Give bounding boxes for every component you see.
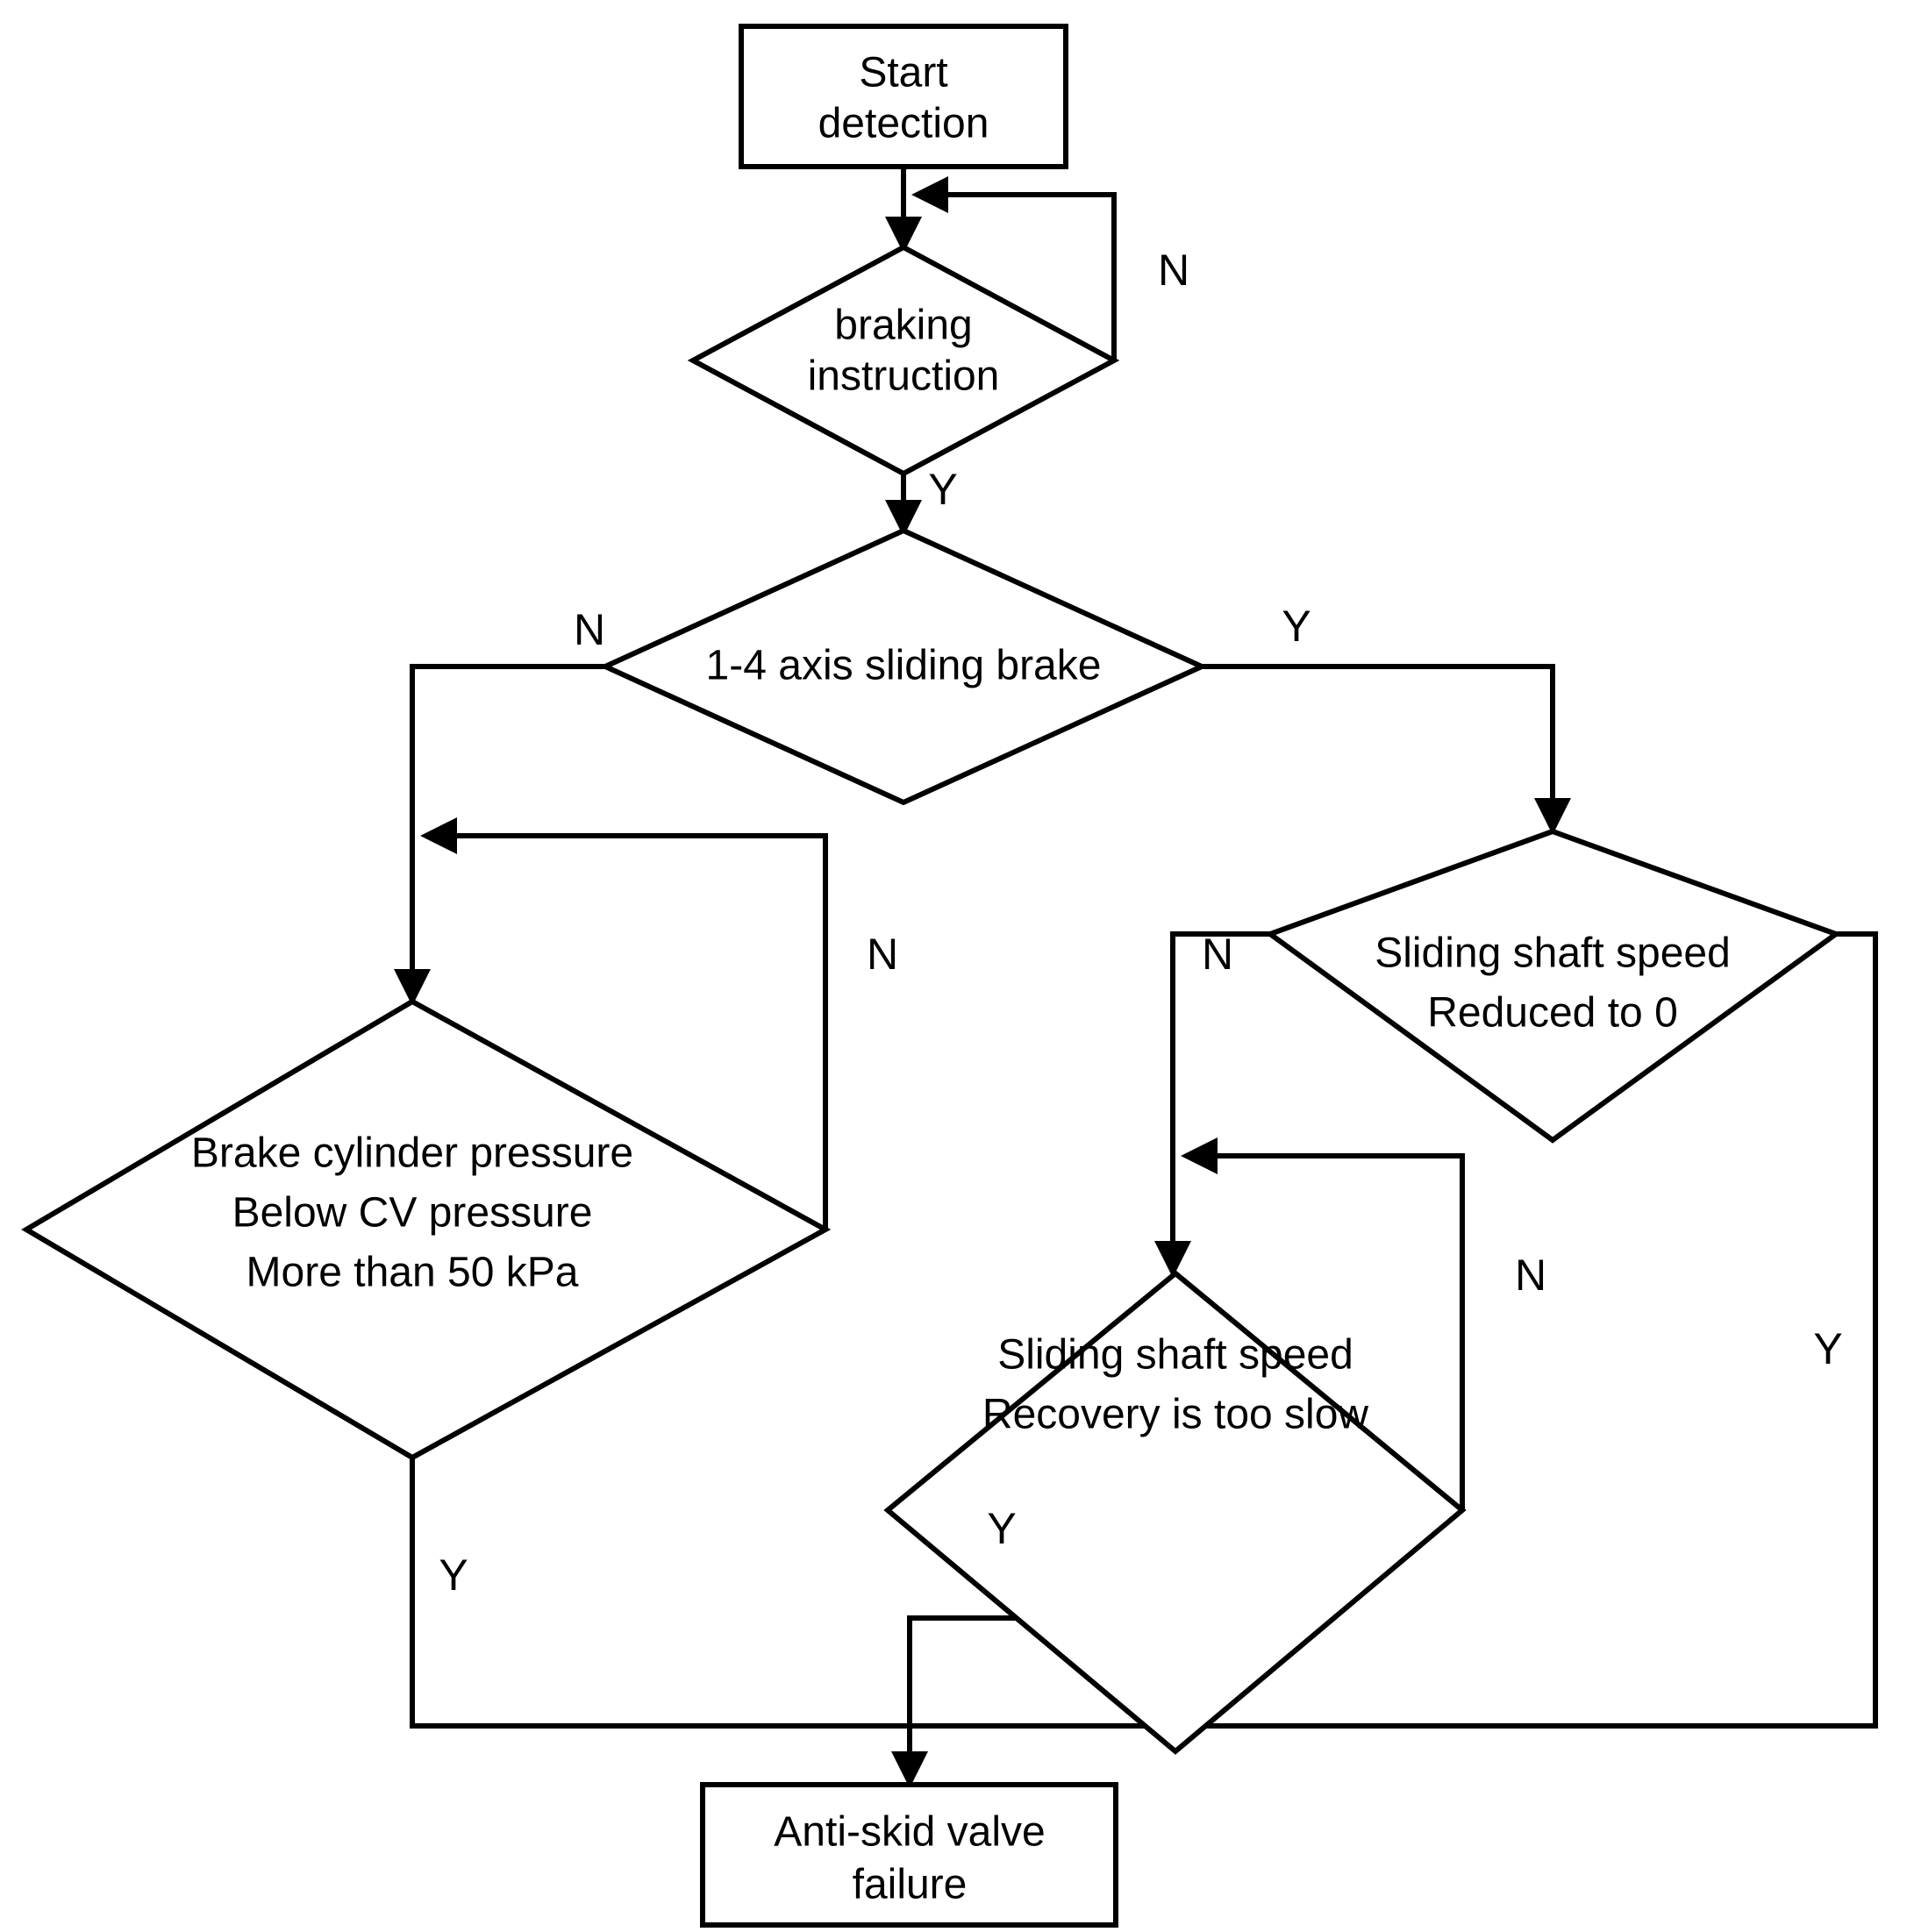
node-start-detection-line2: detection — [818, 101, 989, 147]
connector-axis-no — [394, 664, 605, 1006]
connector-recovery-no-loop — [1181, 1137, 1465, 1510]
branch-label-pressure-no: N — [867, 930, 898, 979]
node-brake-cylinder-pressure-line2: Below CV pressure — [232, 1190, 593, 1237]
node-sliding-shaft-recovery-line1: Sliding shaft speed — [997, 1332, 1353, 1379]
branch-label-reduced-no: N — [1202, 930, 1233, 979]
connector-pressure-no-loop — [420, 817, 828, 1228]
node-start-detection[interactable]: Start detection — [739, 24, 1068, 169]
node-axis-sliding-brake-line1: 1-4 axis sliding brake — [706, 643, 1102, 689]
node-braking-instruction-line1: braking — [834, 303, 972, 349]
node-brake-cylinder-pressure-line3: More than 50 kPa — [246, 1250, 579, 1296]
node-braking-instruction[interactable]: braking instruction — [687, 244, 1120, 477]
connector-pressure-yes — [410, 1458, 910, 1729]
node-anti-skid-failure-line2: failure — [853, 1862, 968, 1908]
node-anti-skid-failure-line1: Anti-skid valve — [774, 1809, 1045, 1856]
branch-label-recovery-no: N — [1515, 1251, 1546, 1300]
branch-label-axis-no: N — [574, 605, 605, 654]
node-sliding-shaft-recovery[interactable]: Sliding shaft speed Recovery is too slow — [883, 1270, 1467, 1755]
node-axis-sliding-brake[interactable]: 1-4 axis sliding brake — [598, 527, 1209, 806]
branch-label-braking-yes: Y — [928, 465, 957, 514]
node-sliding-shaft-recovery-line2: Recovery is too slow — [982, 1392, 1368, 1438]
node-sliding-shaft-reduced[interactable]: Sliding shaft speed Reduced to 0 — [1264, 828, 1842, 1144]
connector-reduced-yes — [910, 931, 1878, 1729]
node-brake-cylinder-pressure[interactable]: Brake cylinder pressure Below CV pressur… — [21, 998, 832, 1461]
connector-reduced-no — [1154, 931, 1270, 1278]
node-sliding-shaft-reduced-line2: Reduced to 0 — [1427, 990, 1678, 1037]
node-braking-instruction-line2: instruction — [808, 353, 1000, 400]
node-start-detection-line1: Start — [859, 50, 947, 96]
node-sliding-shaft-reduced-line1: Sliding shaft speed — [1375, 930, 1731, 977]
node-brake-cylinder-pressure-line1: Brake cylinder pressure — [191, 1130, 633, 1177]
branch-label-axis-yes: Y — [1282, 602, 1311, 651]
branch-label-recovery-yes: Y — [987, 1504, 1016, 1553]
branch-label-pressure-yes: Y — [439, 1551, 468, 1600]
branch-label-reduced-yes: Y — [1813, 1324, 1842, 1373]
connector-braking-no-loop — [911, 176, 1117, 360]
branch-label-braking-no: N — [1158, 246, 1189, 295]
node-anti-skid-failure[interactable]: Anti-skid valve failure — [700, 1782, 1118, 1928]
connector-axis-yes — [1202, 664, 1571, 835]
